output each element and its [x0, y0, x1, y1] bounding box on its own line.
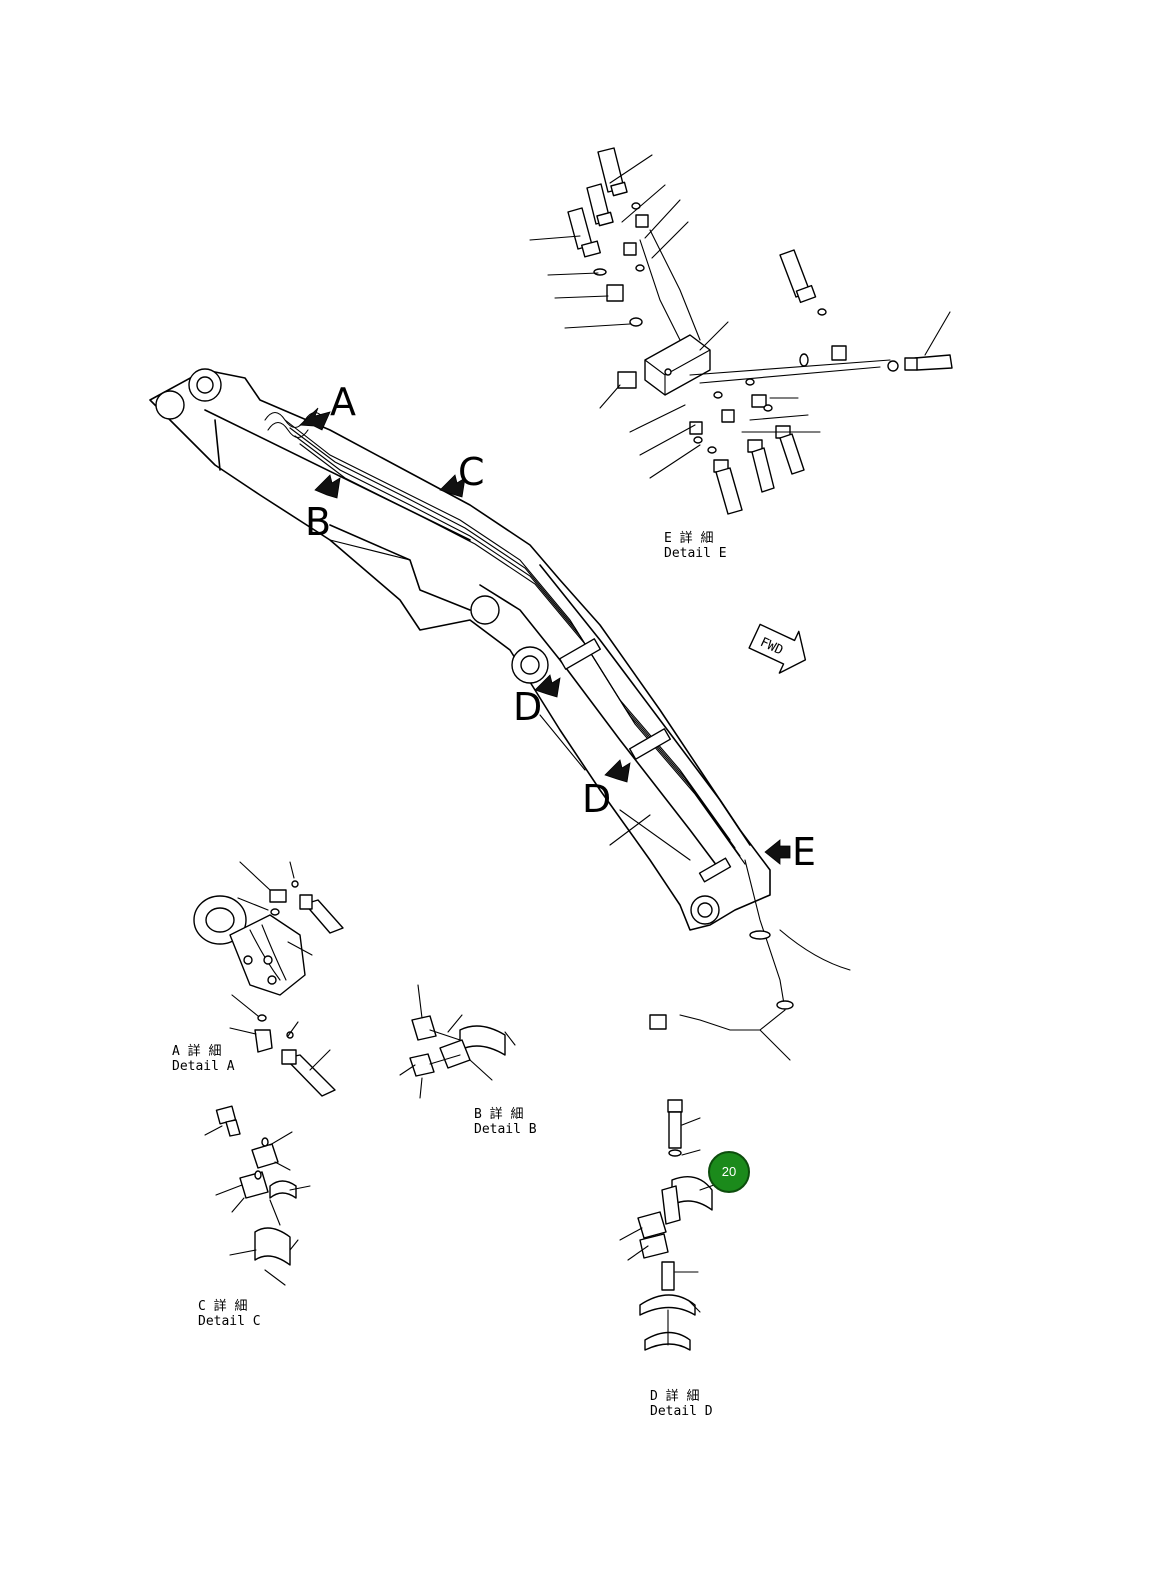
view-arrow-b: [314, 474, 341, 499]
view-arrows: [299, 407, 791, 865]
detail-c-exploded-view: [204, 1105, 311, 1286]
view-arrow-a: [299, 407, 331, 431]
forward-direction-arrow: FWD: [748, 623, 807, 674]
view-letter-c: C: [458, 450, 485, 494]
detail-b-exploded-view: [399, 984, 516, 1099]
view-letter-a: A: [330, 380, 356, 424]
view-letter-d-lower: D: [582, 777, 611, 821]
view-letter-d-upper: D: [513, 685, 542, 729]
detail-d-exploded-view: [619, 1099, 729, 1351]
detail-a-caption-en: Detail A: [172, 1059, 235, 1074]
view-arrow-d-upper: [534, 674, 561, 698]
detail-c-caption-jp: C 詳 細: [198, 1298, 247, 1314]
view-arrow-e: [764, 839, 791, 865]
detail-c-caption-en: Detail C: [198, 1314, 261, 1329]
view-letter-e: E: [792, 830, 816, 874]
detail-e-caption-en: Detail E: [664, 546, 727, 561]
detail-d-caption-en: Detail D: [650, 1404, 713, 1419]
boom-assembly: [149, 368, 851, 1061]
detail-a-exploded-view: [193, 861, 344, 1097]
detail-e-exploded-view: [529, 147, 953, 515]
detail-e-caption-jp: E 詳 細: [664, 530, 713, 546]
view-arrow-d-lower: [604, 759, 631, 783]
detail-d-caption-jp: D 詳 細: [650, 1388, 699, 1404]
view-arrow-c: [439, 474, 466, 498]
detail-b-caption-en: Detail B: [474, 1122, 537, 1137]
view-letter-b: B: [305, 500, 331, 544]
callout-badge-20[interactable]: 20: [708, 1151, 750, 1193]
detail-b-caption-jp: B 詳 細: [474, 1106, 523, 1122]
detail-a-caption-jp: A 詳 細: [172, 1043, 221, 1059]
